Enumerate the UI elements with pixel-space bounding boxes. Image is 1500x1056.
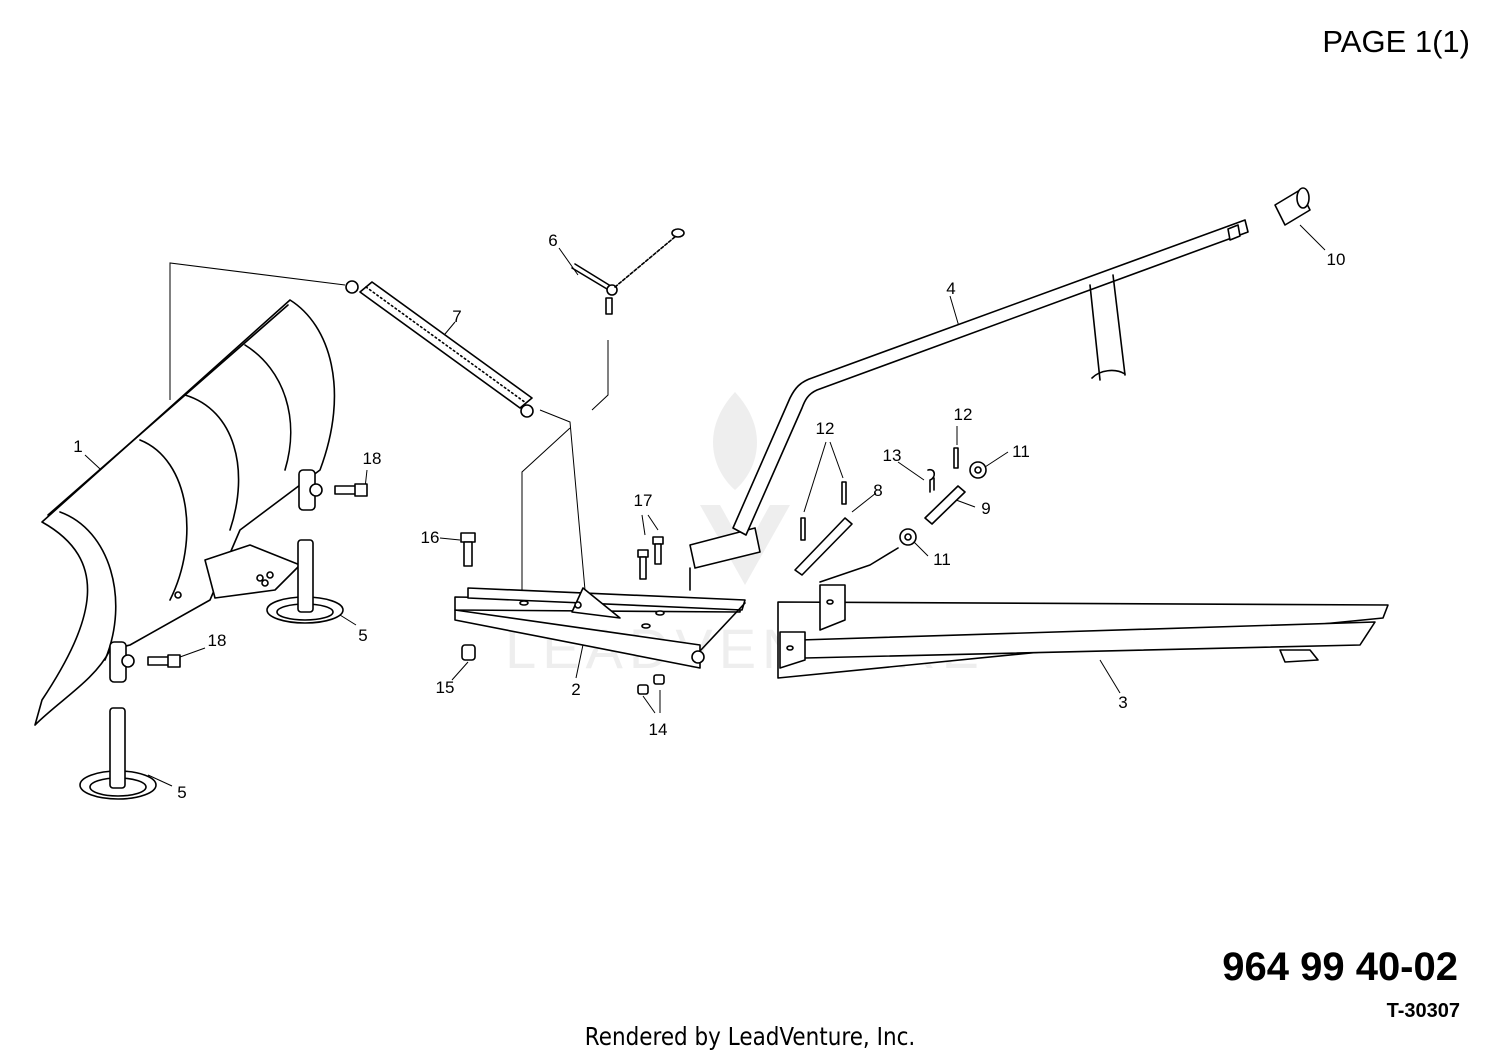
callout-12-right: 12 <box>954 405 973 424</box>
drawing-code: T-30307 <box>1386 1000 1460 1022</box>
callout-2: 2 <box>571 680 580 699</box>
plow-blade <box>34 299 336 726</box>
lift-handle <box>689 219 1249 591</box>
tension-spring <box>345 280 534 418</box>
callout-6: 6 <box>548 231 557 250</box>
bolt-16 <box>460 532 476 567</box>
callout-10: 10 <box>1327 250 1346 269</box>
assembly-lines <box>84 224 1326 787</box>
callout-11-upper: 11 <box>1012 442 1030 461</box>
pivot-pin-9 <box>924 485 966 525</box>
footer-credit: Rendered by LeadVenture, Inc. <box>584 1022 916 1051</box>
hair-pin-13 <box>927 468 936 493</box>
callout-5-right: 5 <box>358 626 367 645</box>
callout-13: 13 <box>883 446 902 465</box>
callout-18-upper: 18 <box>363 449 382 468</box>
washer-11-upper <box>969 461 987 479</box>
callout-17: 17 <box>634 491 653 510</box>
callout-18-lower: 18 <box>208 631 227 650</box>
callout-1: 1 <box>73 437 82 456</box>
callout-4: 4 <box>946 279 955 298</box>
nuts-14 <box>637 674 665 695</box>
handle-grip <box>1274 187 1311 226</box>
callout-16: 16 <box>421 528 440 547</box>
bolt-upper <box>309 483 368 497</box>
callout-labels: 1 2 3 4 5 5 6 7 8 9 10 11 11 12 12 13 14… <box>73 231 1345 802</box>
push-frame <box>777 547 1389 679</box>
bolts-17 <box>637 536 664 580</box>
callout-3: 3 <box>1118 693 1127 712</box>
mounting-bracket <box>454 587 746 669</box>
page-label: PAGE 1(1) <box>1322 24 1470 59</box>
bolt-lower <box>121 654 181 668</box>
cotter-pins-12 <box>800 447 959 541</box>
callout-8: 8 <box>873 481 882 500</box>
washer-11-lower <box>899 528 917 546</box>
callout-9: 9 <box>981 499 990 518</box>
callout-14: 14 <box>649 720 668 739</box>
callout-11-lower: 11 <box>933 550 951 569</box>
callout-7: 7 <box>452 307 461 326</box>
part-number: 964 99 40-02 <box>1222 945 1458 989</box>
lock-pin-with-chain <box>571 228 685 315</box>
callout-15: 15 <box>436 678 455 697</box>
skid-shoe-left <box>79 641 157 800</box>
pivot-pin-8 <box>794 517 853 576</box>
callout-5-left: 5 <box>177 783 186 802</box>
nut-15 <box>461 644 476 661</box>
skid-shoe-right <box>266 469 344 624</box>
callout-12-left: 12 <box>816 419 835 438</box>
